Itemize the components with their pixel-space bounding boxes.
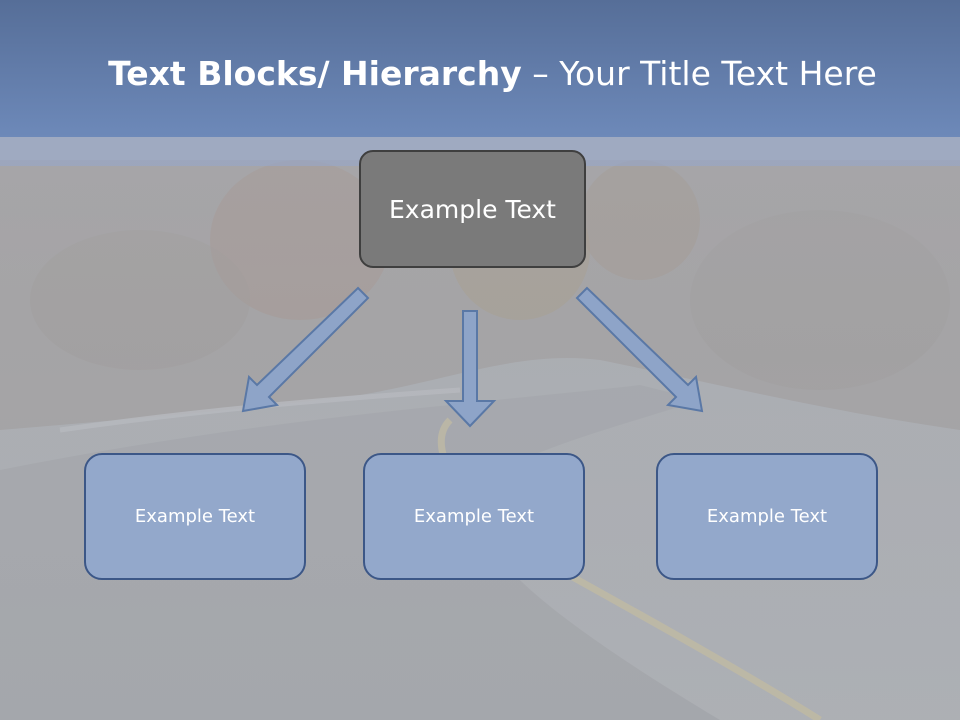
child-box-label: Example Text: [413, 506, 535, 527]
top-level-box-label: Example Text: [389, 194, 556, 224]
title-rest-part: – Your Title Text Here: [521, 54, 877, 93]
title-bar: [0, 0, 960, 137]
top-level-box[interactable]: Example Text: [359, 150, 586, 268]
slide-title: Text Blocks/ Hierarchy – Your Title Text…: [0, 54, 960, 93]
child-box-label: Example Text: [706, 506, 828, 527]
child-box-label: Example Text: [134, 506, 256, 527]
arrow-left: [241, 286, 370, 413]
arrow-right: [575, 286, 704, 413]
child-box-left[interactable]: Example Text: [84, 453, 306, 580]
title-bold-part: Text Blocks/ Hierarchy: [108, 54, 522, 93]
child-box-right[interactable]: Example Text: [656, 453, 878, 580]
child-box-center[interactable]: Example Text: [363, 453, 585, 580]
arrow-center: [443, 310, 497, 428]
